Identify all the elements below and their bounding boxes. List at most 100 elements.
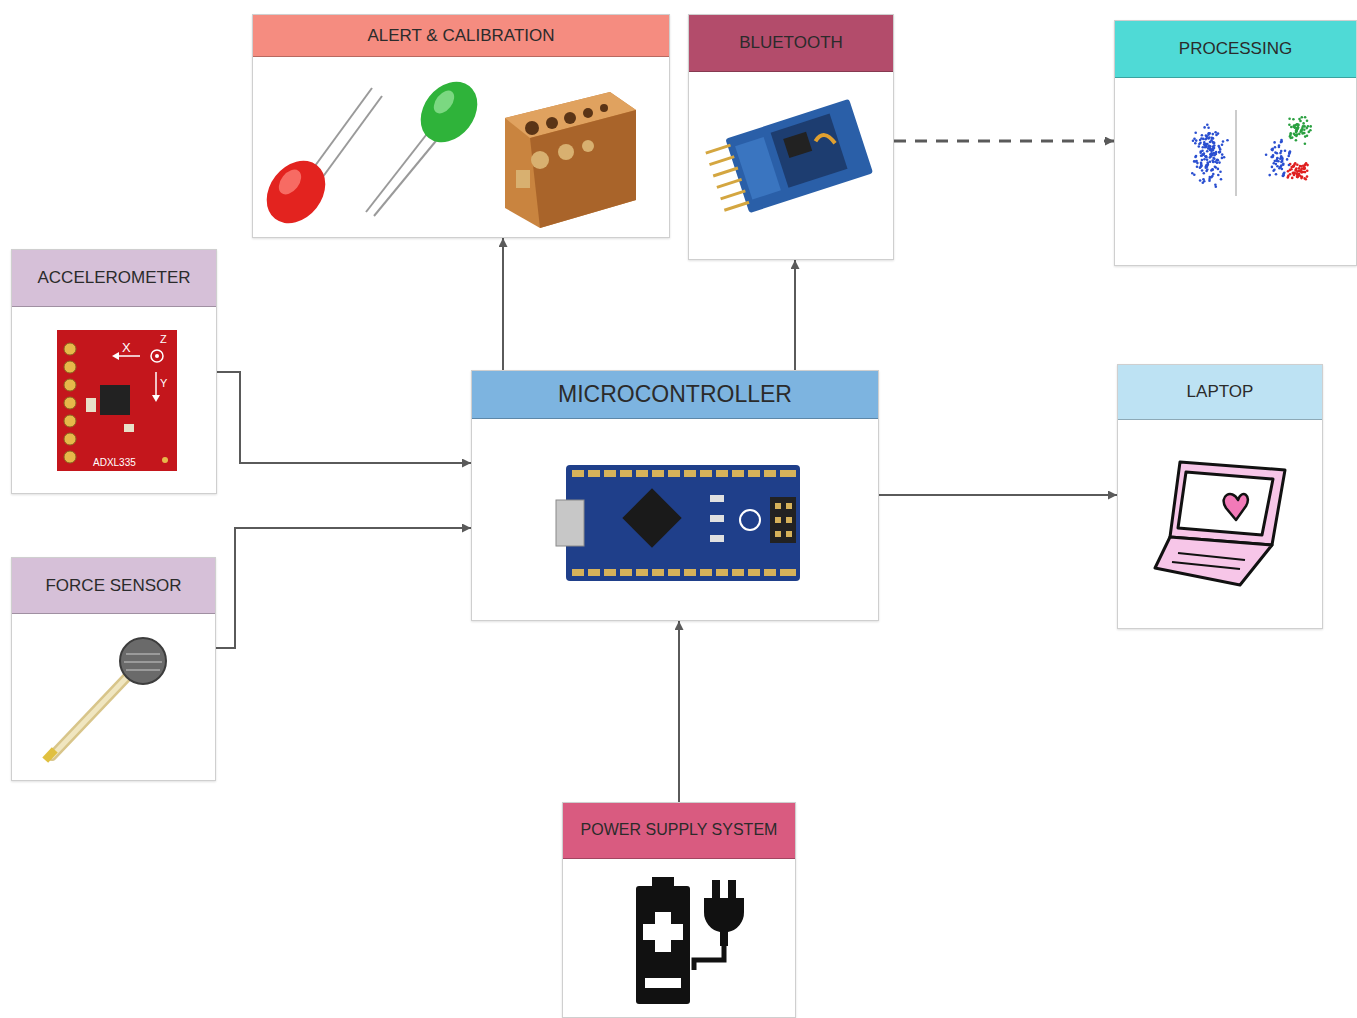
scatter-dot xyxy=(1276,165,1279,168)
scatter-dot xyxy=(1296,164,1299,167)
scatter-dot xyxy=(1212,149,1215,152)
scatter-dot xyxy=(1211,148,1214,151)
scatter-dot xyxy=(1212,148,1215,151)
scatter-dot xyxy=(1282,163,1285,166)
scatter-dot xyxy=(1271,166,1274,169)
scatter-dot xyxy=(1204,138,1207,141)
box-header: BLUETOOTH xyxy=(689,15,893,72)
scatter-dot xyxy=(1206,164,1209,167)
accelerometer-board xyxy=(57,330,177,471)
box-title: PROCESSING xyxy=(1179,39,1292,59)
scatter-dot xyxy=(1304,171,1307,174)
green-led xyxy=(366,71,489,216)
scatter-dot xyxy=(1298,167,1301,170)
scatter-dot xyxy=(1281,160,1284,163)
scatter-dot xyxy=(1214,131,1217,134)
scatter-dot xyxy=(1280,139,1283,142)
scatter-dot xyxy=(1217,145,1220,148)
scatter-dot xyxy=(1301,116,1304,119)
scatter-dot xyxy=(1274,146,1277,149)
scatter-dot xyxy=(1295,168,1298,171)
scatter-dot xyxy=(1275,173,1278,176)
scatter-dot xyxy=(1293,133,1296,136)
scatter-dot xyxy=(1216,162,1219,165)
scatter-dot xyxy=(1203,172,1206,175)
power-icon xyxy=(636,877,744,1004)
scatter-dot xyxy=(1297,127,1300,130)
scatter-dot xyxy=(1219,170,1222,173)
signal-arrow xyxy=(678,621,680,802)
scatter-dot xyxy=(1298,173,1301,176)
scatter-dot xyxy=(1290,126,1293,129)
scatter-dot xyxy=(1205,146,1208,149)
scatter-dot xyxy=(1296,127,1299,130)
silkscreen-label: ADXL335 xyxy=(93,458,136,468)
scatter-dot xyxy=(1199,179,1202,182)
scatter-dot xyxy=(1200,163,1203,166)
scatter-dot xyxy=(1206,150,1209,153)
scatter-dot xyxy=(1213,142,1216,145)
scatter-dot xyxy=(1195,155,1198,158)
scatter-dot xyxy=(1208,180,1211,183)
scatter-dot xyxy=(1213,142,1216,145)
scatter-dot xyxy=(1203,126,1206,129)
scatter-dot xyxy=(1221,157,1224,160)
scatter-dot xyxy=(1303,166,1306,169)
scatter-dot xyxy=(1280,165,1283,168)
scatter-dot xyxy=(1217,132,1220,135)
scatter-dot xyxy=(1216,159,1219,162)
scatter-dot xyxy=(1212,173,1215,176)
laptop-icon xyxy=(1155,462,1285,585)
scatter-dot xyxy=(1301,176,1304,179)
scatter-dot xyxy=(1205,164,1208,167)
scatter-dot xyxy=(1203,180,1206,183)
box-title: LAPTOP xyxy=(1187,382,1254,402)
box-header: ALERT & CALIBRATION xyxy=(253,15,669,57)
scatter-dot xyxy=(1276,157,1279,160)
scatter-dot xyxy=(1201,134,1204,137)
box-header: MICROCONTROLLER xyxy=(472,371,878,419)
scatter-dot xyxy=(1223,156,1226,159)
scatter-dot xyxy=(1280,161,1283,164)
scatter-dot xyxy=(1201,169,1204,172)
scatter-dot xyxy=(1278,146,1281,149)
scatter-dot xyxy=(1273,162,1276,165)
scatter-dot xyxy=(1273,169,1276,172)
scatter-dot xyxy=(1265,153,1268,156)
signal-arrow xyxy=(794,260,796,370)
scatter-dot xyxy=(1292,165,1295,168)
component-box: MICROCONTROLLER xyxy=(471,370,879,621)
signal-arrow xyxy=(502,238,504,370)
scatter-dot xyxy=(1193,138,1196,141)
scatter-dot xyxy=(1283,172,1286,175)
scatter-dot xyxy=(1288,164,1291,167)
component-box: POWER SUPPLY SYSTEM xyxy=(562,802,796,1018)
scatter-dot xyxy=(1219,151,1222,154)
signal-arrow xyxy=(217,372,471,463)
scatter-dot xyxy=(1199,166,1202,169)
bluetooth-module xyxy=(703,99,873,220)
scatter-dot xyxy=(1299,120,1302,123)
scatter-dot xyxy=(1297,126,1300,129)
scatter-dot xyxy=(1302,122,1305,125)
scatter-dot xyxy=(1309,125,1312,128)
scatter-dot xyxy=(1198,145,1201,148)
scatter-dot xyxy=(1218,161,1221,164)
scatter-dot xyxy=(1272,154,1275,157)
scatter-dot xyxy=(1304,116,1307,119)
scatter-dot xyxy=(1296,133,1299,136)
scatter-dot xyxy=(1214,184,1217,187)
box-title: POWER SUPPLY SYSTEM xyxy=(581,821,778,839)
scatter-dot xyxy=(1205,134,1208,137)
scatter-dot xyxy=(1291,177,1294,180)
scatter-dot xyxy=(1226,139,1229,142)
scatter-dot xyxy=(1196,165,1199,168)
scatter-dot xyxy=(1194,156,1197,159)
scatter-dot xyxy=(1200,155,1203,158)
scatter-dot xyxy=(1206,168,1209,171)
scatter-dot xyxy=(1206,123,1209,126)
scatter-dot xyxy=(1271,148,1274,151)
scatter-dot xyxy=(1272,169,1275,172)
